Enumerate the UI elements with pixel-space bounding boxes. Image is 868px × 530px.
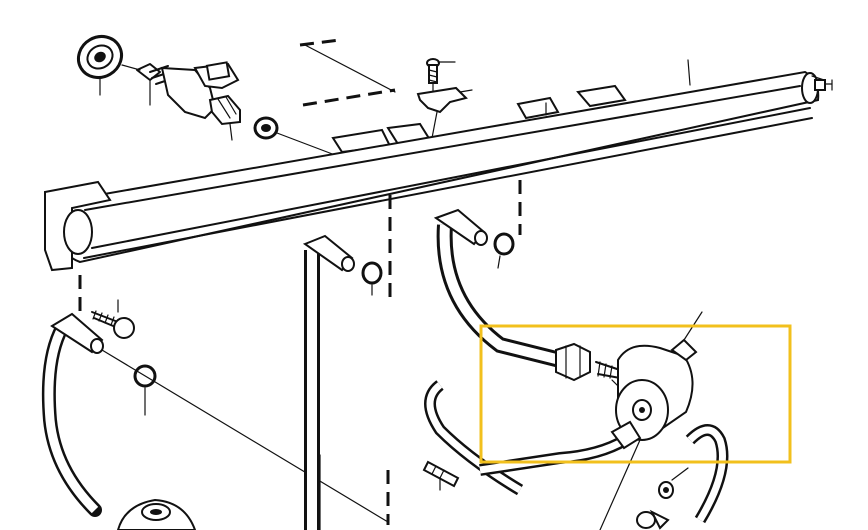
fuel-hose-right [433, 208, 562, 368]
banjo-bolt-left [91, 299, 135, 339]
vacuum-connector [422, 460, 460, 491]
injector-seal-ring [76, 34, 124, 96]
highlight-box [479, 324, 792, 464]
fuel-injector [121, 61, 241, 141]
fuel-pressure-regulator [611, 311, 703, 441]
fuel-hose-middle [302, 234, 355, 530]
sealing-washer-middle [361, 261, 383, 296]
fuel-hose-left [41, 312, 389, 523]
rail-clip [416, 86, 473, 139]
vacuum-hose [424, 380, 729, 530]
sealing-washer-right [493, 232, 515, 269]
rubber-mount [116, 498, 197, 530]
sealing-washer-left [133, 364, 157, 416]
assembly-markers-top [299, 38, 396, 107]
clip-screw [426, 58, 456, 96]
hose-union-nut [555, 342, 621, 382]
hose-clamp [636, 467, 689, 530]
fuel-rail [44, 59, 833, 272]
injector-o-ring [253, 116, 336, 156]
